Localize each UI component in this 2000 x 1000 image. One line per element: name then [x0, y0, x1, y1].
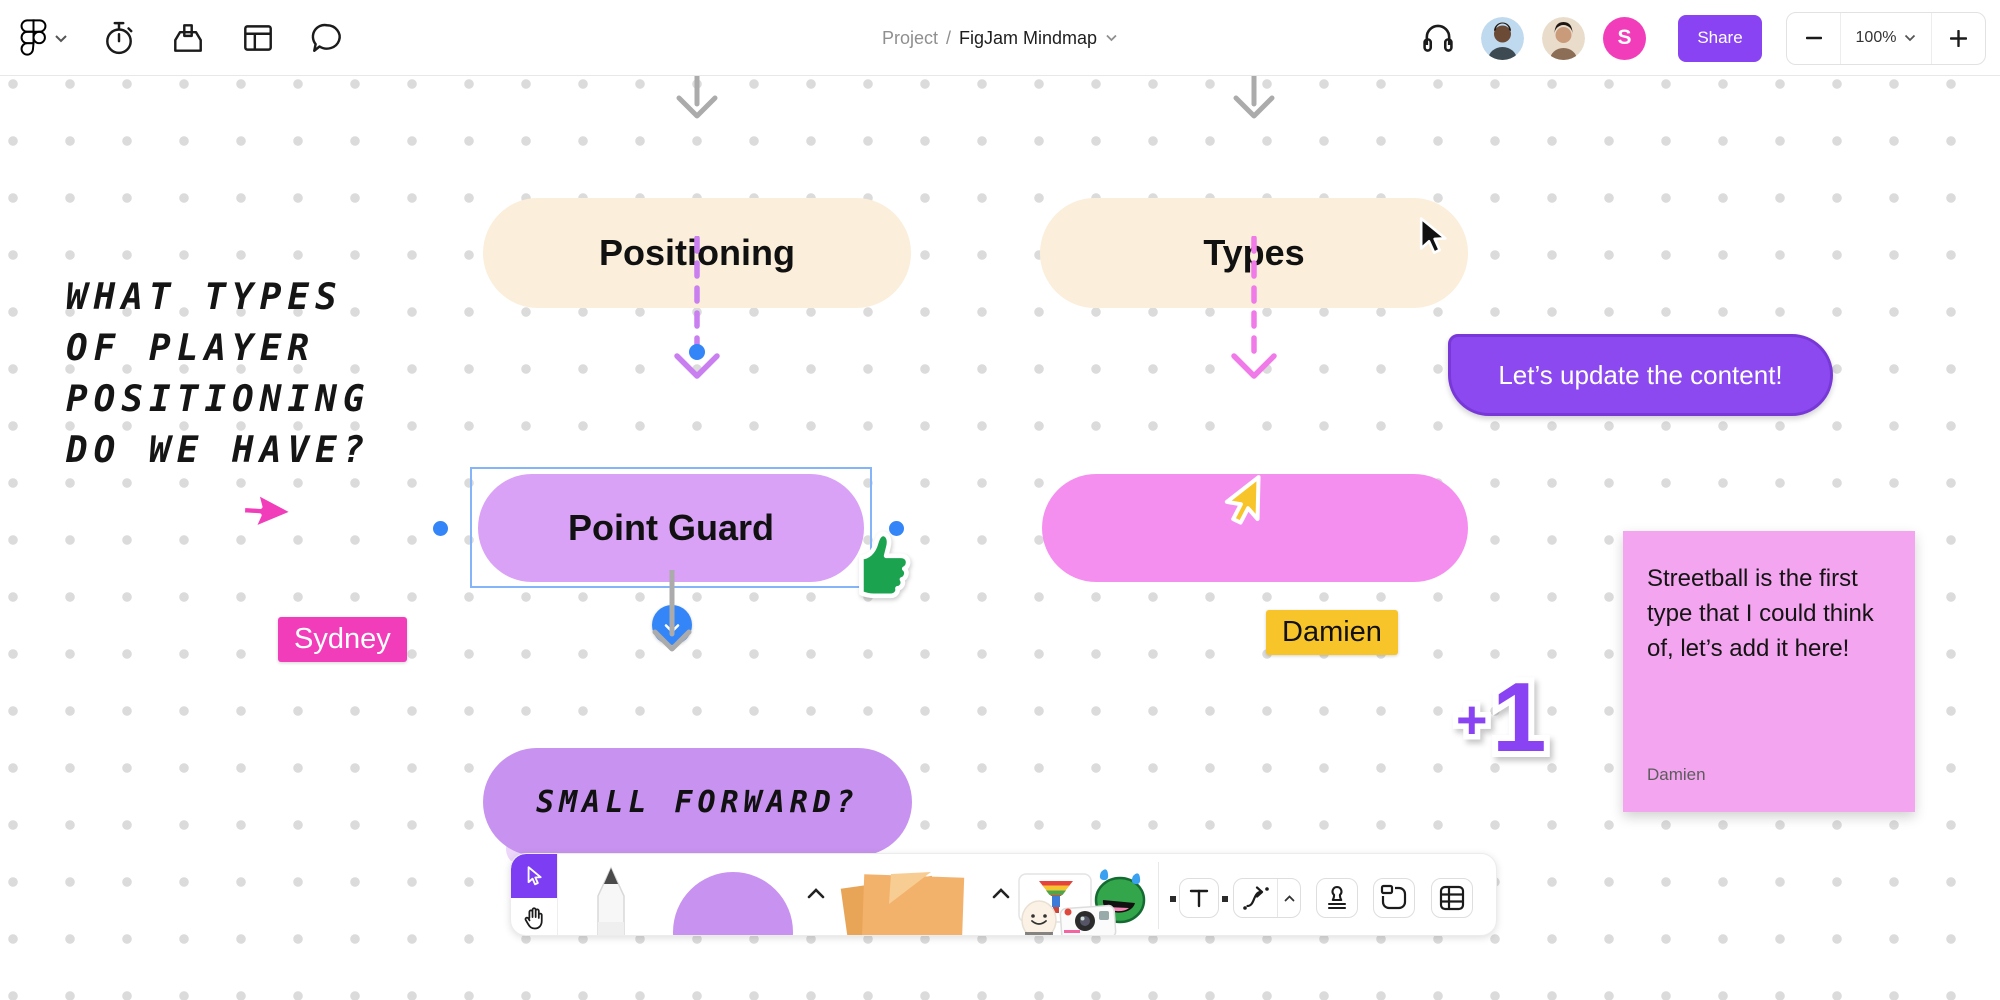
chat-bubble-icon [311, 23, 341, 52]
templates-button[interactable] [240, 20, 276, 56]
select-tool-button[interactable] [511, 854, 557, 898]
main-menu-button[interactable] [20, 18, 68, 58]
stickers-tool[interactable] [1017, 864, 1149, 936]
top-toolbar: Project / FigJam Mindmap [0, 0, 2000, 76]
question-text[interactable]: WHAT TYPES OF PLAYER POSITIONING DO WE H… [66, 277, 371, 471]
headphones-icon [1423, 24, 1453, 52]
table-icon [1439, 885, 1465, 911]
arrow-into-positioning[interactable] [667, 76, 727, 120]
hand-tool-button[interactable] [511, 898, 557, 935]
breadcrumb-separator: / [945, 27, 951, 48]
cursor-label-damien: Damien [1266, 610, 1398, 655]
cursor-label-sydney: Sydney [278, 617, 407, 662]
arrow-pointguard-smallforward[interactable] [642, 570, 702, 654]
selection-handle-right[interactable] [889, 521, 904, 536]
connector-tool-expander[interactable] [1278, 879, 1300, 917]
comment-button[interactable] [310, 20, 344, 56]
sticky-note[interactable]: Streetball is the first type that I coul… [1623, 531, 1915, 812]
sticky-tool-expander[interactable] [992, 886, 1010, 904]
share-label: Share [1697, 28, 1743, 47]
sticky-note-author: Damien [1647, 765, 1706, 784]
connector-types-newtype[interactable] [1224, 236, 1284, 396]
breadcrumb: Project / FigJam Mindmap [882, 0, 1118, 76]
figma-logo-icon [20, 19, 47, 56]
cursor-select-icon [527, 866, 542, 886]
svg-text:+: + [1456, 690, 1488, 750]
stamp-tool-button[interactable] [1316, 878, 1358, 918]
hand-icon [524, 907, 543, 929]
shape-tool[interactable] [673, 872, 793, 935]
toolbox-icon [174, 24, 202, 52]
chevron-up-icon [807, 888, 825, 899]
cursor-black [1419, 217, 1447, 255]
text-tool-icon [1189, 889, 1209, 908]
zoom-level: 100% [1855, 29, 1897, 46]
node-small-forward[interactable]: SMALL FORWARD? [483, 748, 912, 856]
selection-handle-left[interactable] [433, 521, 448, 536]
egg-character-sticker [1021, 900, 1057, 935]
svg-text:1: 1 [1492, 662, 1547, 772]
chevron-down-icon[interactable] [1105, 34, 1118, 42]
shape-tool-expander[interactable] [807, 886, 825, 904]
toolbar-divider [1158, 862, 1159, 929]
avatar-initial: S [1617, 26, 1632, 49]
breadcrumb-file-name[interactable]: FigJam Mindmap [959, 27, 1098, 48]
sticky-note-tool[interactable] [839, 868, 974, 936]
plus-one-sticker[interactable]: + 1 [1452, 656, 1572, 776]
connector-positioning-pointguard[interactable] [667, 236, 727, 396]
thumbs-up-sticker[interactable] [838, 524, 916, 604]
share-button[interactable]: Share [1678, 14, 1762, 62]
avatar-collaborator-2[interactable] [1542, 16, 1585, 60]
select-tool-group [511, 854, 558, 935]
connector-tool-main[interactable] [1234, 879, 1278, 917]
chevron-up-icon [992, 888, 1010, 899]
camera-sticker [1059, 904, 1117, 935]
chevron-up-icon [1284, 894, 1294, 901]
chevron-down-icon [55, 34, 67, 42]
bottom-toolbar [510, 853, 1497, 936]
arrow-into-types[interactable] [1224, 76, 1284, 120]
plus-icon [1950, 29, 1967, 47]
timer-button[interactable] [102, 19, 136, 57]
pen-tool[interactable] [586, 866, 636, 936]
chevron-down-icon [1905, 34, 1916, 42]
minus-icon [1805, 36, 1822, 40]
breadcrumb-project[interactable]: Project [881, 27, 938, 48]
cursor-damien [1224, 475, 1261, 525]
table-tool-button[interactable] [1431, 878, 1473, 918]
cursor-sydney [240, 490, 296, 531]
connector-icon [1242, 886, 1269, 910]
widgets-button[interactable] [170, 19, 206, 57]
zoom-out-button[interactable] [1787, 13, 1840, 64]
zoom-in-button[interactable] [1932, 13, 1985, 64]
connector-tool-button[interactable] [1233, 878, 1301, 918]
laughing-emoji-sticker [1094, 869, 1146, 924]
chat-message-bubble: Let’s update the content! [1448, 334, 1833, 416]
avatar-photo-icon [1542, 16, 1585, 60]
section-tool-button[interactable] [1373, 878, 1415, 918]
avatar-collaborator-3[interactable]: S [1603, 16, 1646, 60]
avatar-photo-icon [1481, 16, 1524, 60]
avatar-collaborator-1[interactable] [1481, 16, 1524, 60]
template-icon [244, 25, 272, 51]
timer-icon [106, 21, 133, 55]
text-tool-button[interactable] [1170, 878, 1228, 918]
audio-button[interactable] [1419, 16, 1457, 61]
zoom-level-menu[interactable]: 100% [1841, 13, 1931, 64]
connector-midpoint-handle[interactable] [689, 344, 705, 360]
section-icon [1380, 884, 1407, 910]
zoom-controls: 100% [1786, 11, 1986, 65]
node-point-guard[interactable]: Point Guard [478, 474, 864, 582]
stamp-icon [1327, 885, 1347, 910]
canvas[interactable]: WHAT TYPES OF PLAYER POSITIONING DO WE H… [0, 76, 2000, 1000]
